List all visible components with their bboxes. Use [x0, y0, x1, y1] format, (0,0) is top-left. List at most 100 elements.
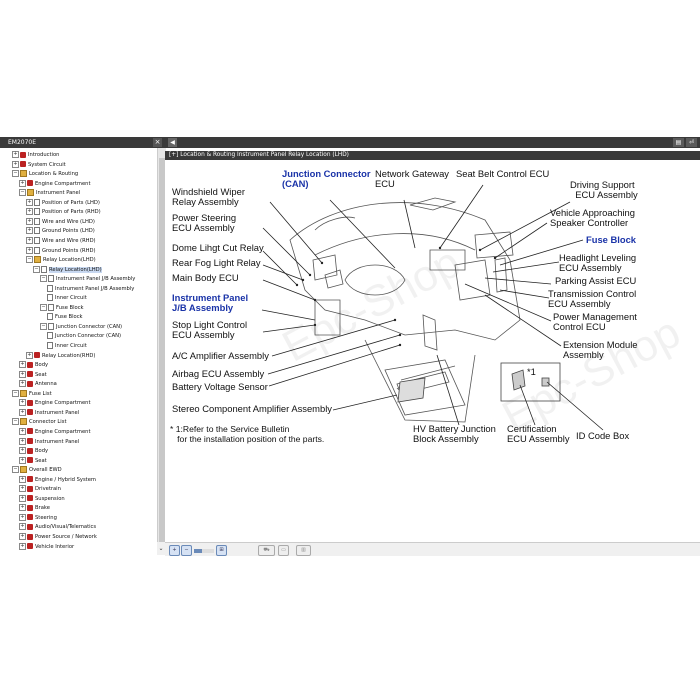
- tree-item[interactable]: +Position of Parts (LHD): [26, 198, 100, 208]
- doc-icon: [47, 294, 53, 302]
- tree-item[interactable]: −Relay Location(LHD): [33, 265, 102, 275]
- expand-icon[interactable]: +: [19, 447, 26, 455]
- label-instrument-panel-jb[interactable]: Instrument Panel J/B Assembly: [172, 292, 249, 313]
- tree-item[interactable]: +Engine Compartment: [19, 427, 90, 437]
- vehicle-view-icon[interactable]: ⛟: [258, 545, 275, 556]
- expand-icon[interactable]: +: [19, 408, 26, 416]
- stereo-amplifier-illustration: [397, 377, 426, 403]
- expand-icon[interactable]: +: [19, 380, 26, 388]
- expand-icon[interactable]: +: [26, 351, 33, 359]
- collapse-icon[interactable]: −: [40, 322, 47, 330]
- collapse-icon[interactable]: −: [26, 256, 33, 264]
- tree-item[interactable]: −Overall EWD: [12, 466, 62, 475]
- tree-item[interactable]: +System Circuit: [12, 160, 66, 170]
- tree-item[interactable]: −Junction Connector (CAN): [40, 322, 122, 332]
- expand-icon[interactable]: +: [12, 160, 19, 168]
- tree-item[interactable]: −Relay Location(LHD): [26, 256, 96, 265]
- tree-item[interactable]: +Seat: [19, 370, 47, 380]
- expand-icon[interactable]: +: [19, 361, 26, 369]
- expand-icon[interactable]: +: [26, 246, 33, 254]
- tree-item[interactable]: Fuse Block: [47, 313, 83, 322]
- tree-item[interactable]: +Wire and Wire (RHD): [26, 236, 96, 246]
- book-icon: [27, 495, 33, 502]
- expand-icon[interactable]: +: [19, 370, 26, 378]
- expand-icon[interactable]: +: [19, 542, 26, 550]
- tree-item[interactable]: +Engine Compartment: [19, 179, 90, 189]
- scrollbar-thumb[interactable]: [159, 158, 165, 552]
- tree-item[interactable]: +Ground Points (RHD): [26, 246, 96, 256]
- expand-icon[interactable]: +: [19, 456, 26, 464]
- expand-icon[interactable]: +: [19, 399, 26, 407]
- expand-icon[interactable]: +: [19, 437, 26, 445]
- tree-item[interactable]: Instrument Panel J/B Assembly: [47, 284, 134, 294]
- expand-icon[interactable]: +: [19, 533, 26, 540]
- back-arrow-icon[interactable]: ◀: [168, 138, 177, 147]
- expand-icon[interactable]: +: [26, 208, 33, 216]
- expand-icon[interactable]: +: [19, 179, 26, 187]
- zoom-out-button[interactable]: −: [181, 545, 192, 556]
- expand-icon[interactable]: +: [19, 504, 26, 512]
- close-icon[interactable]: ×: [153, 138, 162, 147]
- tree-item[interactable]: +Antenna: [19, 380, 57, 389]
- print-icon[interactable]: ▤: [673, 138, 684, 147]
- tree-item[interactable]: +Instrument Panel: [19, 437, 79, 447]
- tree-item[interactable]: +Power Source / Network: [19, 533, 97, 542]
- zoom-in-button[interactable]: +: [169, 545, 180, 556]
- expand-icon[interactable]: +: [26, 217, 33, 225]
- compare-view-icon[interactable]: ▥: [296, 545, 311, 556]
- expand-icon[interactable]: +: [12, 151, 19, 158]
- tree-item[interactable]: +Relay Location(RHD): [26, 351, 95, 361]
- page-view-icon[interactable]: ▭: [278, 545, 289, 556]
- tree-item[interactable]: −Fuse Block: [40, 303, 84, 313]
- tree-item[interactable]: +Steering: [19, 513, 57, 523]
- tree-item[interactable]: −Location & Routing: [12, 170, 78, 179]
- expand-icon[interactable]: +: [26, 227, 33, 235]
- tree-item[interactable]: +Seat: [19, 456, 47, 466]
- tree-item[interactable]: −Fuse List: [12, 389, 52, 399]
- tree-item[interactable]: −Instrument Panel: [19, 189, 80, 198]
- exit-icon[interactable]: ⏎: [686, 138, 697, 147]
- collapse-icon[interactable]: −: [40, 275, 47, 283]
- collapse-icon[interactable]: −: [12, 170, 19, 178]
- tree-item[interactable]: +Engine Compartment: [19, 399, 90, 408]
- expand-icon[interactable]: +: [19, 523, 26, 531]
- expand-icon[interactable]: +: [19, 475, 26, 483]
- collapse-icon[interactable]: −: [19, 189, 26, 197]
- expand-icon[interactable]: +: [19, 427, 26, 435]
- expand-icon[interactable]: +: [19, 513, 26, 521]
- tree-item[interactable]: +Instrument Panel: [19, 408, 79, 418]
- tree-item[interactable]: Inner Circuit: [47, 294, 87, 303]
- collapse-icon[interactable]: −: [33, 265, 40, 273]
- collapse-icon[interactable]: −: [12, 389, 19, 397]
- tree-item[interactable]: +Body: [19, 447, 48, 456]
- tree-item[interactable]: +Audio/Visual/Telematics: [19, 523, 96, 532]
- tree-item[interactable]: +Wire and Wire (LHD): [26, 217, 95, 227]
- label-fuse-block[interactable]: Fuse Block: [586, 234, 637, 245]
- tree-item[interactable]: +Drivetrain: [19, 485, 61, 494]
- expand-icon[interactable]: +: [19, 485, 26, 493]
- collapse-icon[interactable]: −: [12, 418, 19, 426]
- tree-scrollbar[interactable]: [157, 148, 166, 555]
- tree-item[interactable]: −Connector List: [12, 418, 66, 427]
- expand-icon[interactable]: +: [26, 198, 33, 206]
- tree-item[interactable]: Inner Circuit: [47, 342, 87, 351]
- collapse-icon[interactable]: −: [12, 466, 19, 474]
- collapse-icon[interactable]: −: [40, 303, 47, 311]
- label-junction-connector[interactable]: Junction Connector (CAN): [282, 168, 371, 189]
- tree-item[interactable]: +Brake: [19, 504, 50, 513]
- tree-item-label: Engine / Hybrid System: [35, 476, 96, 483]
- tree-item[interactable]: + Engine / Hybrid System: [19, 475, 96, 485]
- zoom-slider[interactable]: [194, 549, 214, 553]
- fit-page-button[interactable]: ⊞: [216, 545, 227, 556]
- tree-item[interactable]: −Instrument Panel J/B Assembly: [40, 275, 135, 284]
- tree-item[interactable]: +Introduction: [12, 151, 59, 160]
- expand-icon[interactable]: +: [26, 236, 33, 244]
- tree-item[interactable]: +Position of Parts (RHD): [26, 208, 101, 217]
- tree-item[interactable]: +Vehicle Interior: [19, 542, 74, 552]
- tree-item[interactable]: Junction Connector (CAN): [47, 332, 121, 341]
- tree-item[interactable]: +Body: [19, 361, 48, 370]
- tree-item[interactable]: +Ground Points (LHD): [26, 227, 95, 236]
- tree-item[interactable]: +Suspension: [19, 494, 65, 504]
- expand-icon[interactable]: +: [19, 494, 26, 502]
- chevron-down-icon[interactable]: ⌄: [157, 542, 165, 555]
